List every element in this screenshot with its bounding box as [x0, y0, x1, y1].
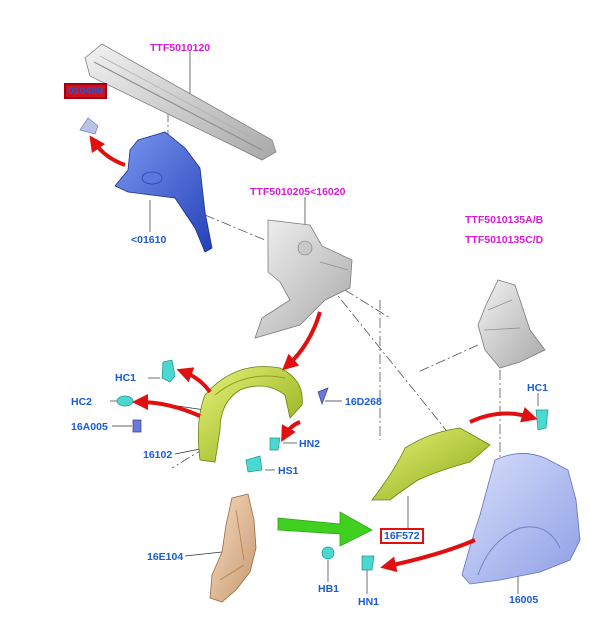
leader-lines — [110, 50, 539, 594]
label-hs1: HS1 — [278, 465, 299, 477]
label-hc1-left: HC1 — [115, 372, 137, 384]
clip-hn1 — [361, 555, 375, 571]
label-ttf5010205: TTF5010205<16020 — [250, 186, 346, 198]
side-bracket-part — [477, 279, 546, 369]
label-16f572: 16F572 — [380, 528, 424, 544]
label-01610: <01610 — [131, 234, 167, 246]
clip-hc1-left — [161, 359, 176, 383]
wheel-arch-liner-part — [197, 366, 303, 463]
label-ttf5010120: TTF5010120 — [150, 42, 211, 54]
label-ttf5010135cd: TTF5010135C/D — [465, 234, 544, 246]
label-hn2: HN2 — [299, 438, 321, 450]
splash-shield-part — [371, 427, 491, 501]
label-ttf5010135ab: TTF5010135A/B — [465, 214, 544, 226]
blue-panel-part — [114, 131, 213, 253]
label-hc1-right: HC1 — [527, 382, 549, 394]
clip-hc1-right — [535, 409, 549, 431]
fender-part — [461, 453, 581, 585]
clip-16d268 — [317, 387, 329, 406]
label-hb1: HB1 — [318, 583, 340, 595]
label-hc2: HC2 — [71, 396, 93, 408]
red-arrows — [89, 135, 538, 573]
clip-hn2 — [269, 437, 281, 451]
clip-16a005 — [132, 419, 142, 433]
label-16102: 16102 — [143, 449, 173, 461]
green-arrow — [277, 511, 373, 547]
clip-hs1 — [245, 455, 263, 473]
inner-structure-part — [254, 219, 353, 339]
label-16005: 16005 — [509, 594, 539, 606]
label-hidden-code: 010499 — [64, 83, 108, 99]
clip-hb1 — [321, 546, 335, 560]
label-16a005: 16A005 — [71, 421, 108, 433]
label-16d268: 16D268 — [345, 396, 382, 408]
label-hn1: HN1 — [358, 596, 380, 608]
label-16e104: 16E104 — [147, 551, 184, 563]
tan-bracket-part — [209, 493, 257, 603]
clip-hc2 — [116, 395, 134, 407]
crossmember-part — [84, 43, 277, 161]
small-clip-grey — [79, 117, 99, 135]
